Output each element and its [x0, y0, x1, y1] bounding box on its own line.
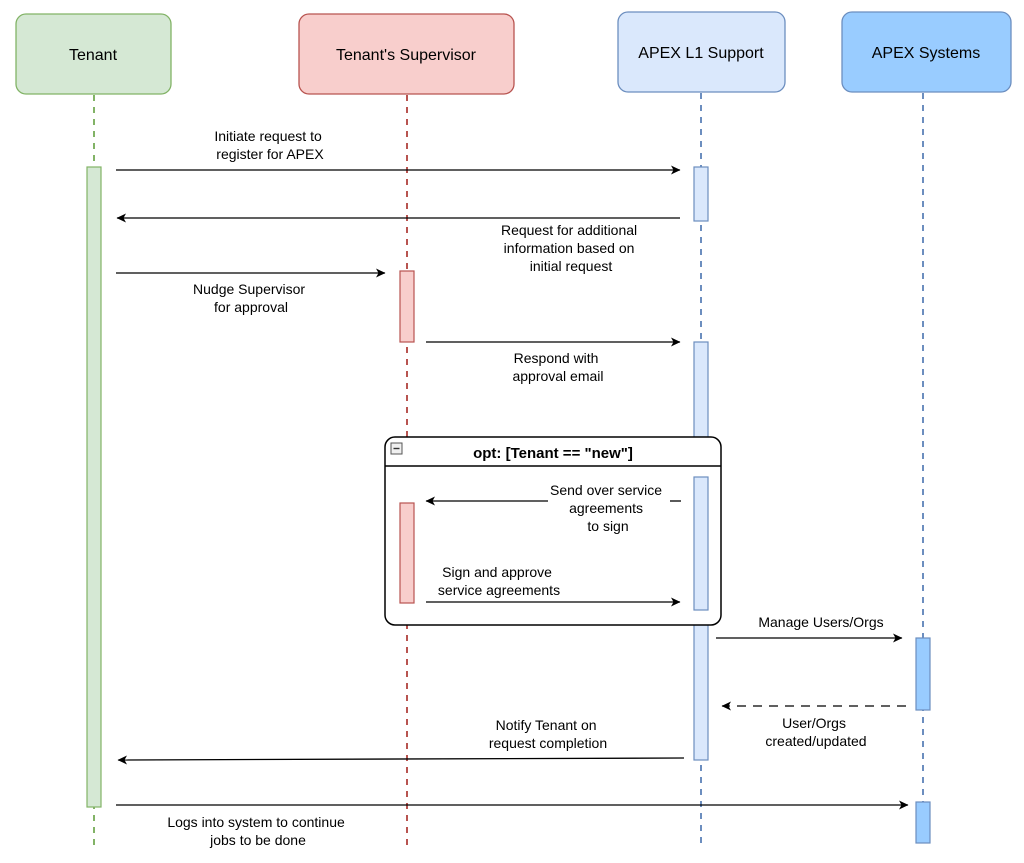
message-request-additional-info: Request for additional information based… [116, 213, 680, 274]
message-sign-approve: Sign and approve service agreements [426, 564, 681, 607]
message-request-additional-info-line-1: Request for additional [501, 222, 637, 238]
message-nudge-supervisor: Nudge Supervisor for approval [116, 268, 386, 315]
collapse-icon[interactable] [390, 442, 403, 455]
message-logs-into-system: Logs into system to continue jobs to be … [116, 800, 909, 848]
message-logs-into-system-line-2: jobs to be done [209, 832, 306, 848]
svg-text:Nudge Supervisor for app: Nudge Supervisor for approval [193, 281, 309, 315]
participant-tenant-label: Tenant [69, 47, 118, 64]
opt-fragment: opt: [Tenant == "new"] [384, 436, 722, 626]
systems-activation-2 [915, 801, 931, 844]
message-manage-users: Manage Users/Orgs [716, 614, 903, 643]
l1-activation-3 [693, 476, 709, 611]
svg-text:Request for additional i: Request for additional information based… [501, 222, 641, 274]
message-initiate-request-line-2: register for APEX [216, 146, 324, 162]
svg-text:Manage Users/Orgs: Manage Users/Orgs [758, 614, 883, 630]
message-users-created: User/Orgs created/updated [721, 701, 906, 749]
svg-text:User/Orgs created/update: User/Orgs created/updated [765, 715, 866, 749]
tenant-activation [86, 166, 102, 808]
supervisor-activation-2 [399, 502, 415, 604]
message-notify-tenant-line-1: Notify Tenant on [496, 717, 597, 733]
supervisor-activation-1 [399, 270, 415, 343]
message-request-additional-info-line-3: initial request [530, 258, 613, 274]
l1-activation-1 [693, 166, 709, 222]
message-nudge-supervisor-line-1: Nudge Supervisor [193, 281, 305, 297]
participant-l1-support-label: APEX L1 Support [638, 45, 764, 62]
message-send-agreements-line-3: to sign [587, 518, 628, 534]
participant-systems[interactable]: APEX Systems [841, 11, 1012, 93]
message-notify-tenant-line-2: request completion [489, 735, 607, 751]
participant-supervisor-label: Tenant's Supervisor [336, 47, 477, 64]
message-respond-approval-line-1: Respond with [514, 350, 599, 366]
participant-l1-support[interactable]: APEX L1 Support [617, 11, 786, 93]
message-respond-approval: Respond with approval email [426, 337, 681, 384]
message-request-additional-info-line-2: information based on [504, 240, 635, 256]
message-sign-approve-line-1: Sign and approve [442, 564, 552, 580]
message-respond-approval-line-2: approval email [512, 368, 603, 384]
message-sign-approve-line-2: service agreements [438, 582, 560, 598]
participant-tenant[interactable]: Tenant [15, 13, 172, 95]
svg-text:Sign and approve service: Sign and approve service agreements [438, 564, 560, 598]
systems-activation-1 [915, 637, 931, 711]
svg-text:Logs into system to continue: Logs into system to continue jobs to be … [167, 814, 348, 848]
message-initiate-request-line-1: Initiate request to [214, 128, 322, 144]
participant-systems-label: APEX Systems [872, 45, 980, 62]
svg-text:Respond with approval em: Respond with approval email [512, 350, 603, 384]
message-initiate-request: Initiate request to register for APEX [116, 128, 681, 175]
message-send-agreements-line-2: agreements [569, 500, 643, 516]
message-nudge-supervisor-line-2: for approval [214, 299, 288, 315]
message-manage-users-line-1: Manage Users/Orgs [758, 614, 883, 630]
message-logs-into-system-line-1: Logs into system to continue [167, 814, 345, 830]
svg-text:Notify Tenant on request: Notify Tenant on request completion [489, 717, 607, 751]
participant-supervisor[interactable]: Tenant's Supervisor [298, 13, 515, 95]
svg-text:Send over service agreem: Send over service agreements to sign [550, 482, 666, 534]
message-users-created-line-2: created/updated [765, 733, 866, 749]
message-send-agreements-line-1: Send over service [550, 482, 662, 498]
message-send-agreements: Send over service agreements to sign [425, 482, 681, 534]
message-notify-tenant: Notify Tenant on request completion [117, 717, 685, 765]
svg-text:Initiate request to regi: Initiate request to register for APEX [214, 128, 325, 162]
message-users-created-line-1: User/Orgs [782, 715, 846, 731]
opt-fragment-title: opt: [Tenant == "new"] [473, 445, 633, 462]
